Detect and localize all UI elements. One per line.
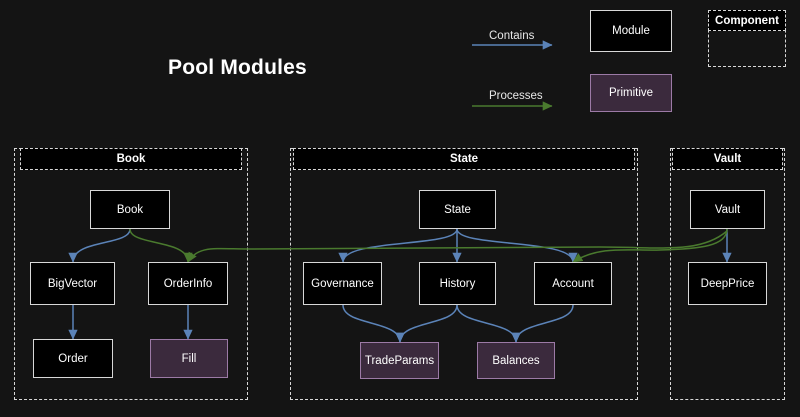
legend-module-box: Module xyxy=(590,10,672,52)
node-fill[interactable]: Fill xyxy=(150,339,228,378)
node-tradeparams-label: TradeParams xyxy=(364,354,435,367)
legend-module-label: Module xyxy=(612,25,650,37)
node-history-label: History xyxy=(439,277,476,290)
group-book-label: Book xyxy=(116,153,146,165)
group-state-label: State xyxy=(449,153,479,165)
node-governance-label: Governance xyxy=(311,277,374,290)
legend-primitive-box: Primitive xyxy=(590,74,672,112)
group-vault-label: Vault xyxy=(713,153,742,165)
node-state-label: State xyxy=(444,203,471,216)
node-orderinfo[interactable]: OrderInfo xyxy=(148,262,228,305)
legend-primitive-label: Primitive xyxy=(608,87,654,99)
node-orderinfo-label: OrderInfo xyxy=(163,277,213,290)
node-governance[interactable]: Governance xyxy=(303,262,382,305)
node-tradeparams[interactable]: TradeParams xyxy=(360,342,439,379)
node-state[interactable]: State xyxy=(419,190,496,229)
group-state-header: State xyxy=(293,148,635,170)
node-book-label: Book xyxy=(116,203,144,216)
node-account-label: Account xyxy=(552,277,594,290)
node-vault-label: Vault xyxy=(714,203,741,216)
group-vault-header: Vault xyxy=(672,148,783,170)
node-deepprice-label: DeepPrice xyxy=(700,277,755,290)
legend-component-label: Component xyxy=(715,14,779,27)
legend-contains-label: Contains xyxy=(489,30,535,42)
node-bigvector-label: BigVector xyxy=(47,277,98,290)
node-balances-label: Balances xyxy=(492,354,540,367)
node-balances[interactable]: Balances xyxy=(477,342,555,379)
legend-component-header: Component xyxy=(708,10,786,31)
legend-processes-label: Processes xyxy=(489,90,543,102)
node-fill-label: Fill xyxy=(181,352,197,365)
page-title: Pool Modules xyxy=(168,56,307,79)
group-book-header: Book xyxy=(20,148,242,170)
node-history[interactable]: History xyxy=(419,262,496,305)
node-deepprice[interactable]: DeepPrice xyxy=(688,262,767,305)
node-bigvector[interactable]: BigVector xyxy=(30,262,115,305)
node-order[interactable]: Order xyxy=(33,339,113,378)
node-account[interactable]: Account xyxy=(534,262,612,305)
node-vault[interactable]: Vault xyxy=(690,190,765,229)
node-order-label: Order xyxy=(58,352,88,365)
node-book[interactable]: Book xyxy=(90,190,170,229)
